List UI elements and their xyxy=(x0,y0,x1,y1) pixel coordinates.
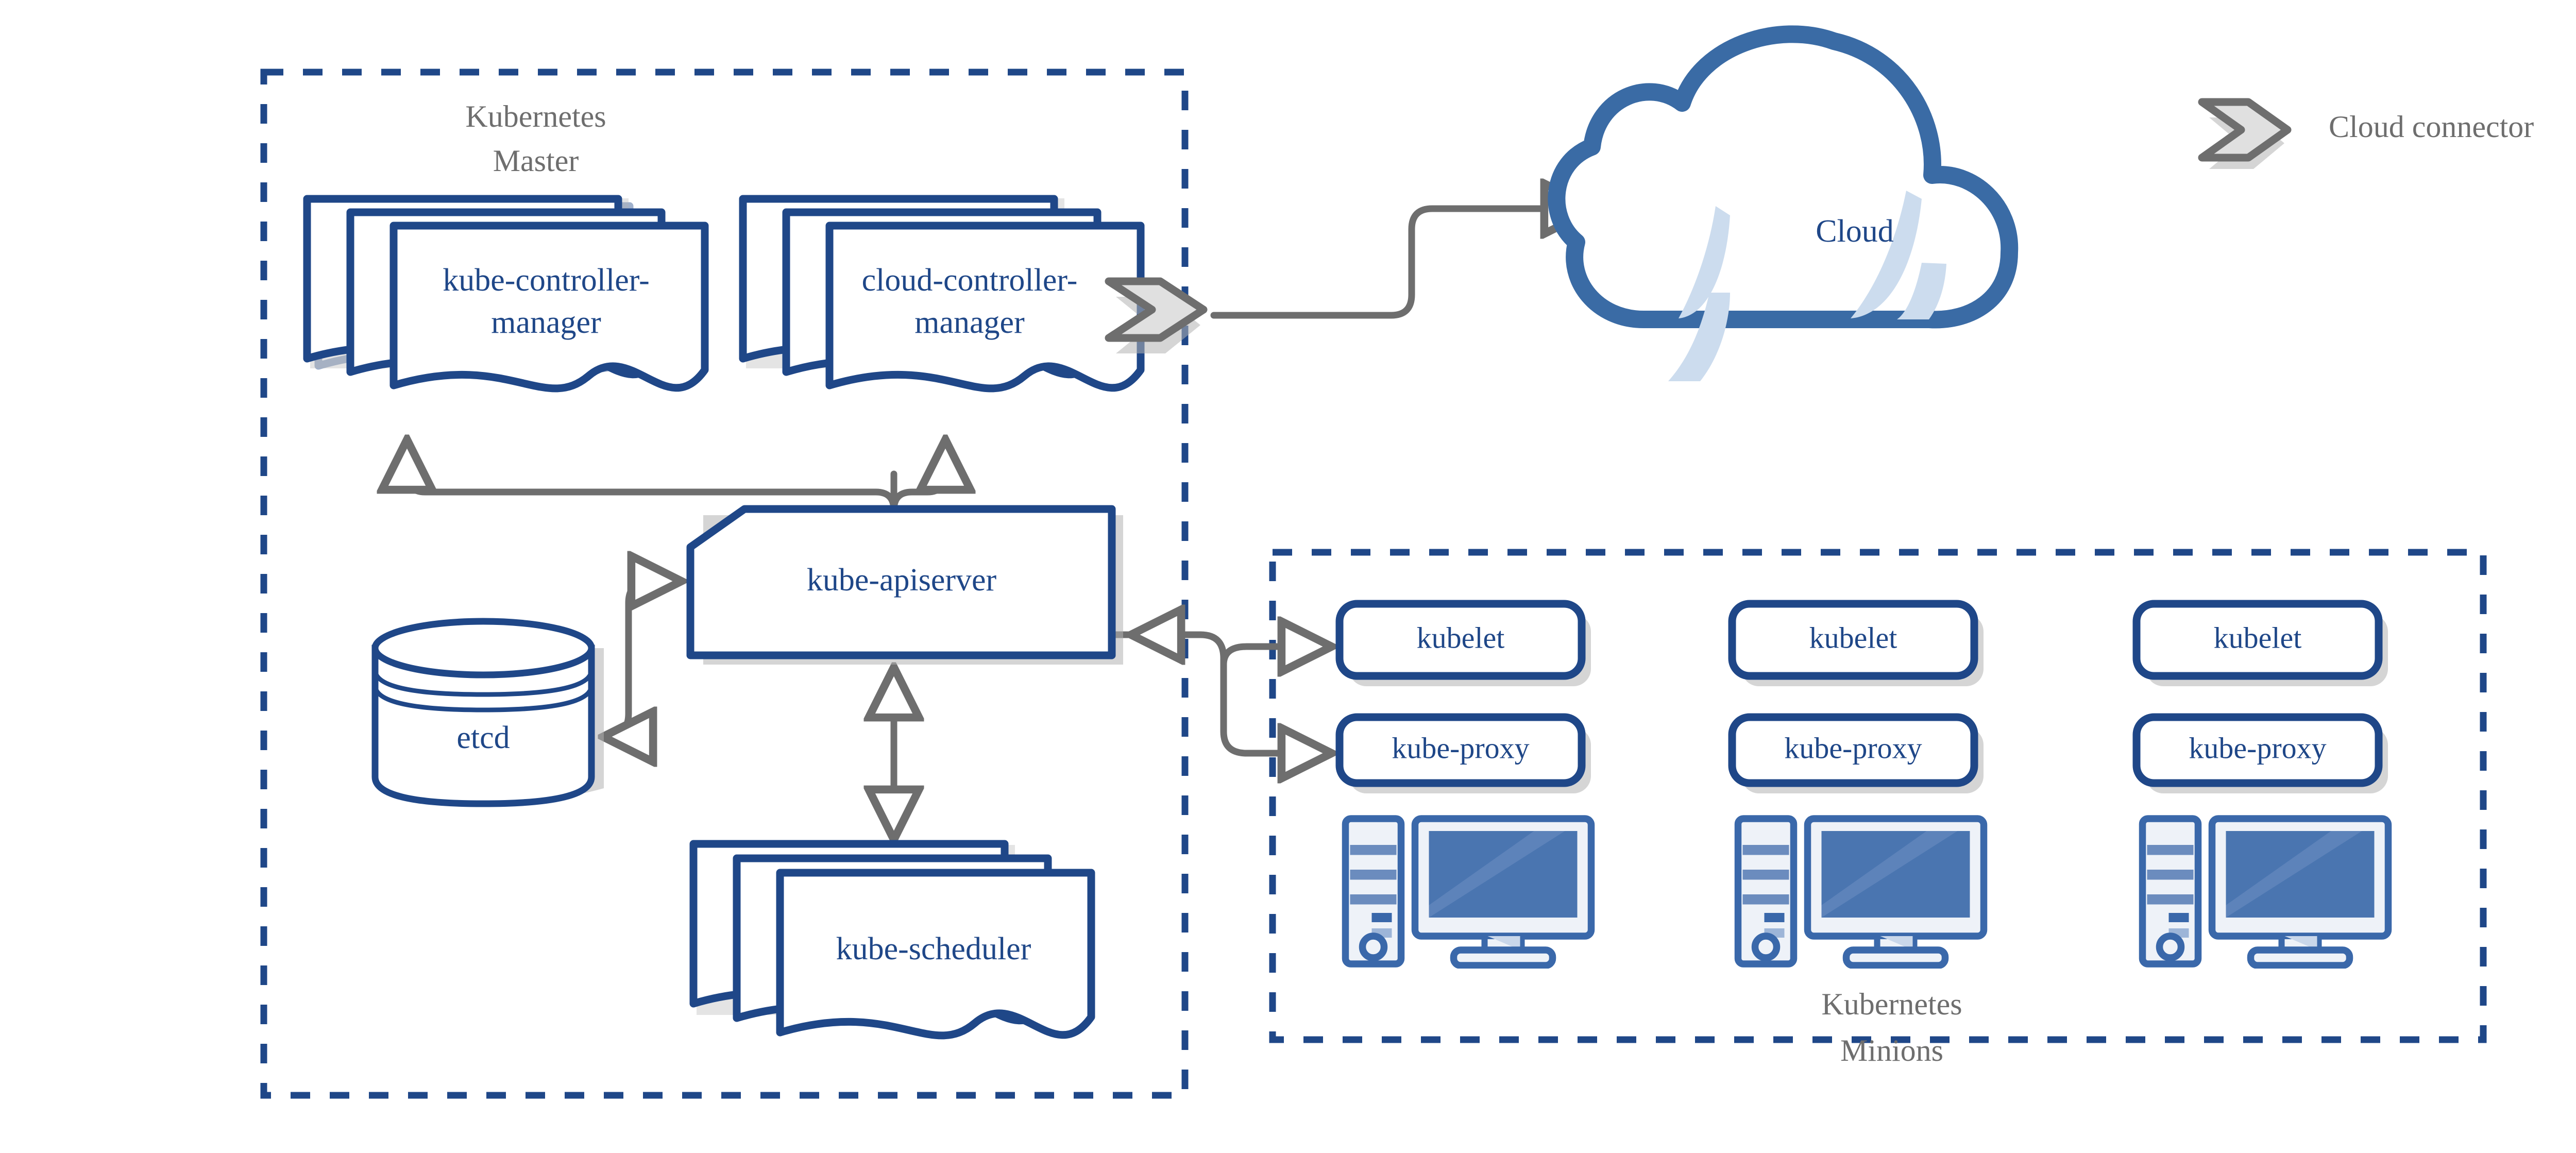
connector-etcd-apiserver xyxy=(605,581,679,737)
connector-apiserver-to-kcm xyxy=(407,442,897,514)
node-kube-scheduler[interactable]: kube-scheduler xyxy=(693,844,1091,1036)
apiserver-label: kube-apiserver xyxy=(807,563,997,598)
minion-1-kubelet-label: kubelet xyxy=(1417,621,1505,654)
minion-2-kubelet-label: kubelet xyxy=(1809,621,1897,654)
node-kube-apiserver[interactable]: kube-apiserver xyxy=(686,505,1123,665)
connector-apiserver-to-ccm xyxy=(890,442,945,514)
node-cloud[interactable]: Cloud xyxy=(1548,25,2019,381)
minion-node-3: kubelet kube-proxy xyxy=(2132,600,2388,965)
connector-ccm-to-cloud xyxy=(1210,209,1592,319)
minion-1-kubelet[interactable]: kubelet xyxy=(1335,600,1591,686)
minions-group-label-line2: Minions xyxy=(1840,1033,1943,1067)
minion-2-kubelet[interactable]: kubelet xyxy=(1728,600,1984,686)
master-group-box xyxy=(260,69,1189,1099)
master-group-label-line2: Master xyxy=(493,144,579,178)
connector-branch-to-kubelet xyxy=(1220,647,1329,665)
ccm-label-line2: manager xyxy=(914,305,1025,340)
minion-1-kubeproxy-label: kube-proxy xyxy=(1392,731,1529,765)
etcd-label: etcd xyxy=(456,720,510,755)
minion-2-computer-icon xyxy=(1738,819,1984,965)
minion-1-computer-icon xyxy=(1346,819,1591,965)
ccm-label-line1: cloud-controller- xyxy=(862,263,1078,298)
node-kube-controller-manager[interactable]: kube-controller- manager xyxy=(307,198,705,388)
connector-lines xyxy=(407,209,1592,837)
kcm-label-line2: manager xyxy=(491,305,601,340)
kcm-label-line1: kube-controller- xyxy=(443,263,650,298)
minion-3-kubelet[interactable]: kubelet xyxy=(2132,600,2388,686)
minion-node-2: kubelet kube-proxy xyxy=(1728,600,1984,965)
minion-1-kube-proxy[interactable]: kube-proxy xyxy=(1335,713,1591,793)
legend-label: Cloud connector xyxy=(2329,110,2534,144)
scheduler-label: kube-scheduler xyxy=(836,931,1031,967)
connector-apiserver-branch-proxy xyxy=(1112,631,1333,757)
minion-2-kube-proxy[interactable]: kube-proxy xyxy=(1728,713,1984,793)
legend-cloud-connector-icon xyxy=(2198,98,2292,169)
cloud-connector-chevron-icon[interactable] xyxy=(1105,277,1208,353)
minions-group-label-line1: Kubernetes xyxy=(1821,987,1962,1021)
minion-2-kubeproxy-label: kube-proxy xyxy=(1784,731,1922,765)
minion-node-1: kubelet kube-proxy xyxy=(1335,600,1591,965)
minion-3-kubelet-label: kubelet xyxy=(2214,621,2302,654)
cloud-label: Cloud xyxy=(1816,214,1894,249)
master-group-label-line1: Kubernetes xyxy=(465,99,606,133)
legend: Cloud connector xyxy=(2198,98,2534,169)
node-cloud-controller-manager[interactable]: cloud-controller- manager xyxy=(743,198,1141,388)
minion-3-kube-proxy[interactable]: kube-proxy xyxy=(2132,713,2388,793)
node-etcd[interactable]: etcd xyxy=(371,618,604,807)
minions-group-box xyxy=(1269,549,2487,1043)
minion-3-kubeproxy-label: kube-proxy xyxy=(2189,731,2326,765)
minion-3-computer-icon xyxy=(2143,819,2388,965)
